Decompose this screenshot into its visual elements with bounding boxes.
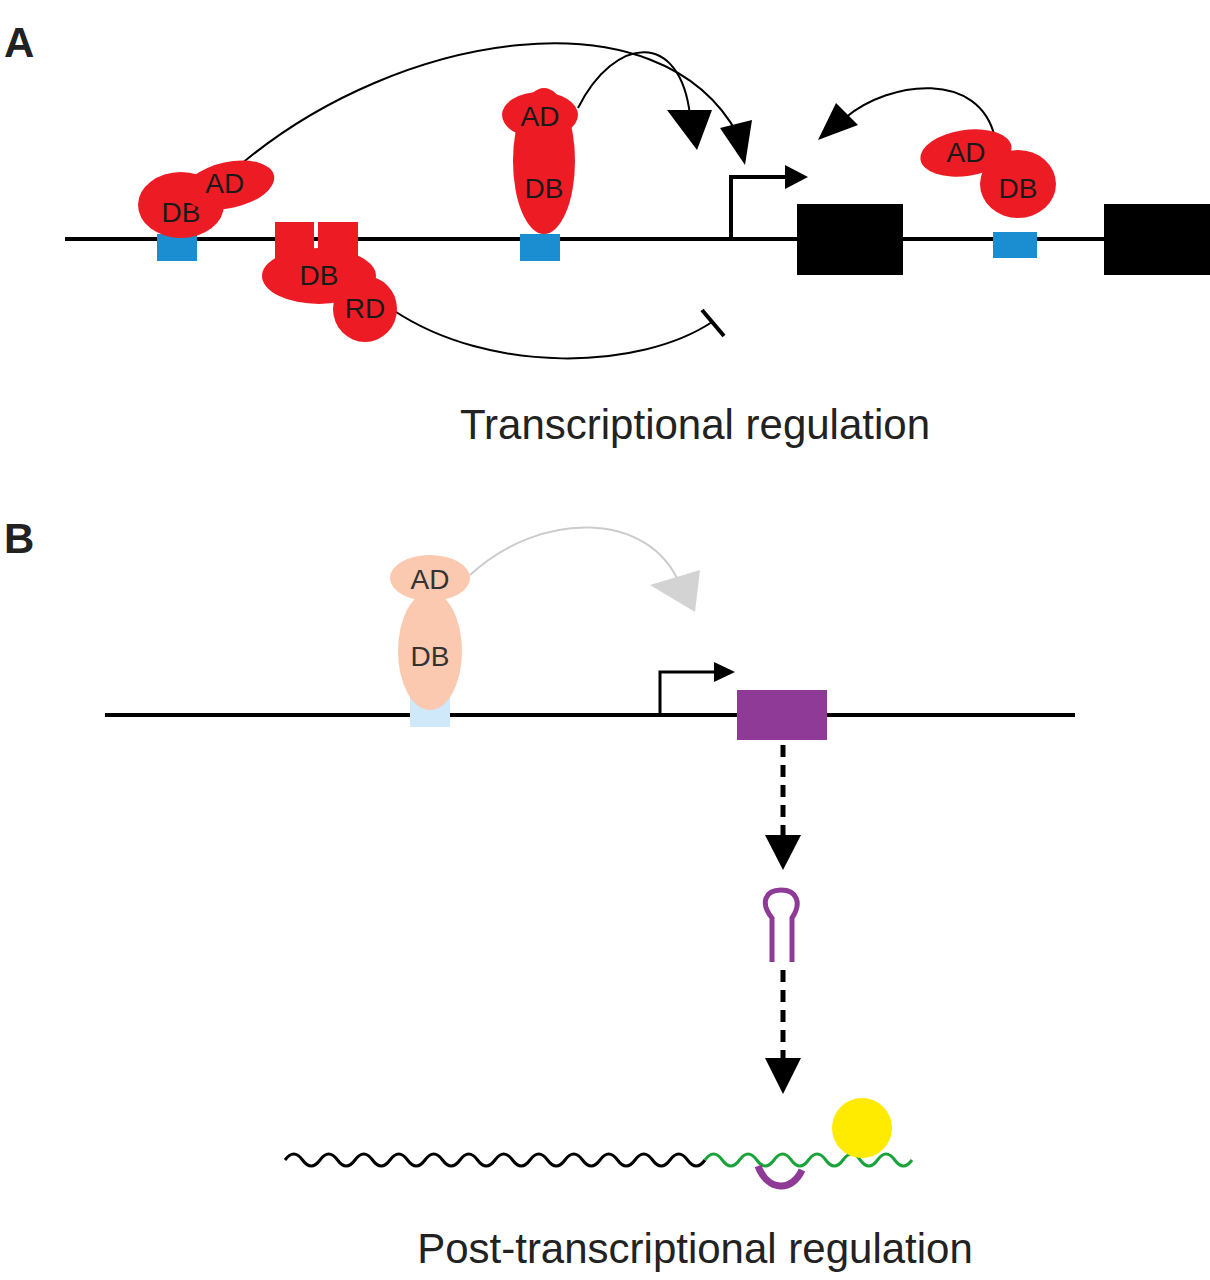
arrowhead xyxy=(765,835,801,870)
domain-label: DB xyxy=(999,175,1038,203)
domain-label: AD xyxy=(521,103,560,131)
activation-arrow xyxy=(240,43,738,165)
domain-ellipse xyxy=(980,150,1056,218)
arrowhead xyxy=(818,103,858,140)
domain-ellipse xyxy=(390,555,470,601)
binding-site xyxy=(520,234,560,261)
exon xyxy=(797,204,903,275)
domain-ellipse xyxy=(513,88,575,234)
domain-ellipse xyxy=(333,276,397,342)
binding-site xyxy=(993,232,1037,258)
domain-label: AD xyxy=(947,139,986,167)
dashed-arrow xyxy=(781,745,786,835)
domain-label: RD xyxy=(345,295,385,323)
exon xyxy=(1104,204,1210,275)
arrowhead xyxy=(667,110,712,150)
domain-label: DB xyxy=(300,262,339,290)
domain-label: DB xyxy=(411,643,450,671)
domain-ellipse xyxy=(179,153,279,217)
panel-label: B xyxy=(4,518,34,560)
mirna-gene xyxy=(737,690,827,740)
activation-arrow xyxy=(578,52,690,115)
domain-ellipse xyxy=(502,92,578,138)
panel-caption: Transcriptional regulation xyxy=(460,404,930,446)
dna-strand xyxy=(65,237,1210,241)
arrowhead xyxy=(650,570,700,612)
protein-domain: AD xyxy=(502,92,578,138)
domain-label: AD xyxy=(205,170,244,198)
mrna-utr xyxy=(705,1154,912,1166)
mrna-coding xyxy=(285,1154,705,1166)
domain-label: AD xyxy=(411,566,450,594)
arrowhead xyxy=(765,1058,801,1094)
domain-label: DB xyxy=(525,175,564,203)
tss-arrow xyxy=(731,177,790,239)
tss-arrow xyxy=(660,672,718,715)
protein-domain: AD xyxy=(179,153,279,217)
repression-line xyxy=(393,310,712,358)
repression-bar xyxy=(702,310,724,336)
panel-caption: Post-transcriptional regulation xyxy=(417,1228,973,1270)
dna-strand xyxy=(105,713,1075,717)
tss-arrowhead xyxy=(714,662,735,682)
tss-arrowhead xyxy=(785,165,808,189)
mirna-bound xyxy=(758,1166,802,1186)
protein-domain: RD xyxy=(333,276,397,342)
arrowhead xyxy=(720,120,752,165)
hairpin-precursor xyxy=(765,890,797,962)
dashed-arrow xyxy=(781,970,786,1058)
binding-site xyxy=(157,234,197,261)
activation-arrow xyxy=(470,527,680,585)
panel-label: A xyxy=(4,22,34,64)
ribosome xyxy=(832,1098,892,1158)
domain-ellipse xyxy=(398,592,462,710)
protein-domain: AD xyxy=(390,555,470,601)
protein-domain: DB xyxy=(398,592,462,710)
